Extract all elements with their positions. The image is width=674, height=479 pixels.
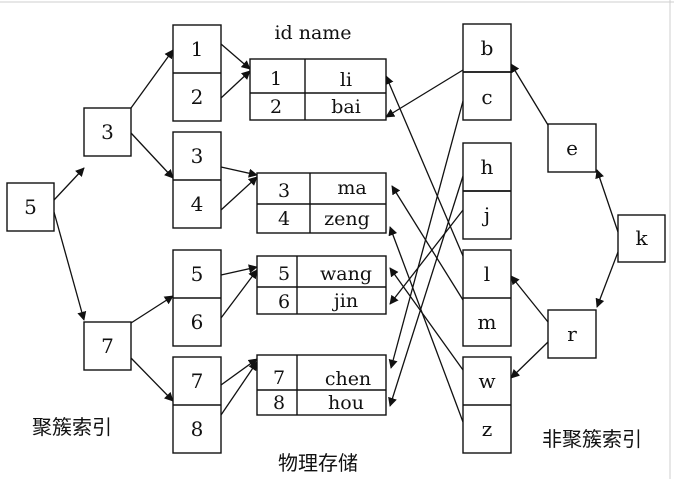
- edge-leaf2b-to-page2: [220, 176, 258, 211]
- edge-3-to-leaf1: [130, 49, 174, 109]
- leaf-key: z: [482, 417, 493, 441]
- edge-3-to-leaf2: [130, 132, 174, 179]
- node-label: e: [566, 136, 578, 160]
- leaf-key: 4: [191, 192, 204, 216]
- nonclustered-level1-node: e: [547, 123, 597, 173]
- leaf-key: l: [484, 262, 490, 286]
- caption-clustered-index: 聚簇索引: [32, 415, 112, 439]
- leaf-key: 6: [191, 310, 204, 334]
- edge-leaf3b-to-page3: [220, 269, 258, 319]
- storage-page: 1 li 2 bai: [249, 58, 387, 121]
- edges: [53, 43, 619, 423]
- row-name: ma: [337, 177, 366, 199]
- edge-m-to-ma: [391, 185, 464, 301]
- leaf-key: m: [478, 310, 497, 334]
- storage-page: 5 wang 6 jin: [256, 255, 387, 315]
- leaf-key: 1: [191, 37, 204, 61]
- row-id: 7: [273, 367, 285, 389]
- row-name: zeng: [324, 208, 370, 230]
- leaf-key: b: [481, 36, 494, 60]
- edge-c-to-chen: [388, 100, 464, 369]
- leaf-key: c: [481, 85, 492, 109]
- edge-leaf4-to-page4: [220, 358, 258, 386]
- row-name: li: [340, 69, 352, 91]
- nonclustered-root-node: k: [617, 214, 666, 263]
- edge-leaf1b-to-page1: [220, 70, 251, 99]
- clustered-root-node: 5: [6, 182, 55, 232]
- row-name: wang: [320, 263, 372, 285]
- row-name: chen: [325, 368, 371, 390]
- nonclustered-level1-node: r: [547, 309, 597, 359]
- edge-l-to-li: [385, 75, 464, 257]
- row-name: hou: [328, 392, 364, 414]
- clustered-leaf-page: 1 2: [172, 24, 222, 122]
- node-label: r: [567, 322, 577, 346]
- row-name: bai: [331, 96, 361, 118]
- edge-leaf3-to-page3: [220, 264, 258, 276]
- clustered-leaf-page: 3 4: [172, 131, 222, 229]
- clustered-level1-node: 3: [83, 107, 132, 157]
- leaf-key: 3: [191, 144, 204, 168]
- row-id: 3: [278, 180, 290, 202]
- nonclustered-leaf-page: b c: [462, 23, 512, 121]
- edge-k-to-r: [595, 251, 619, 308]
- edge-b-to-bai: [385, 69, 464, 118]
- caption-nonclustered-index: 非聚簇索引: [542, 427, 642, 451]
- edge-r-to-wz: [510, 341, 549, 379]
- row-id: 8: [273, 392, 285, 414]
- row-id: 2: [270, 96, 282, 118]
- clustered-level1-node: 7: [83, 321, 132, 371]
- node-label: 3: [101, 120, 114, 144]
- row-name: jin: [332, 290, 358, 312]
- row-id: 6: [278, 291, 290, 313]
- leaf-key: 7: [191, 369, 204, 393]
- leaf-key: h: [481, 155, 494, 179]
- edge-leaf4b-to-page4: [220, 361, 258, 416]
- edge-j-to-jin: [389, 209, 464, 305]
- edge-leaf2-to-page2: [220, 166, 258, 178]
- edge-r-to-lm: [510, 275, 549, 323]
- edge-7-to-leaf3: [130, 295, 174, 324]
- row-id: 1: [270, 68, 282, 90]
- edge-w-to-wang: [389, 267, 464, 371]
- edge-k-to-e: [595, 169, 619, 233]
- edge-leaf1-to-page1: [220, 43, 251, 70]
- edge-z-to-zeng: [388, 226, 464, 423]
- edge-e-to-bc: [510, 63, 549, 126]
- leaf-key: 2: [191, 85, 204, 109]
- leaf-key: w: [478, 369, 495, 393]
- row-id: 5: [278, 263, 290, 285]
- column-header: id name: [274, 22, 351, 44]
- nonclustered-leaf-page: w z: [462, 356, 512, 454]
- row-id: 4: [278, 208, 290, 230]
- node-label: k: [635, 226, 648, 250]
- clustered-leaf-page: 5 6: [172, 249, 222, 347]
- storage-page: 3 ma 4 zeng: [256, 172, 387, 234]
- node-label: 7: [101, 334, 114, 358]
- edge-root-to-7: [53, 211, 87, 321]
- leaf-key: 5: [191, 262, 204, 286]
- nonclustered-leaf-page: h j: [462, 142, 512, 240]
- leaf-key: j: [482, 203, 490, 227]
- edge-7-to-leaf4: [130, 357, 174, 402]
- nonclustered-leaf-page: l m: [462, 249, 512, 347]
- node-label: 5: [24, 195, 37, 219]
- caption-physical-storage: 物理存储: [278, 451, 358, 475]
- edge-h-to-hou: [388, 175, 464, 407]
- storage-page: 7 chen 8 hou: [256, 354, 387, 416]
- clustered-leaf-page: 7 8: [172, 356, 222, 454]
- edge-root-to-3: [53, 167, 85, 201]
- leaf-key: 8: [191, 417, 204, 441]
